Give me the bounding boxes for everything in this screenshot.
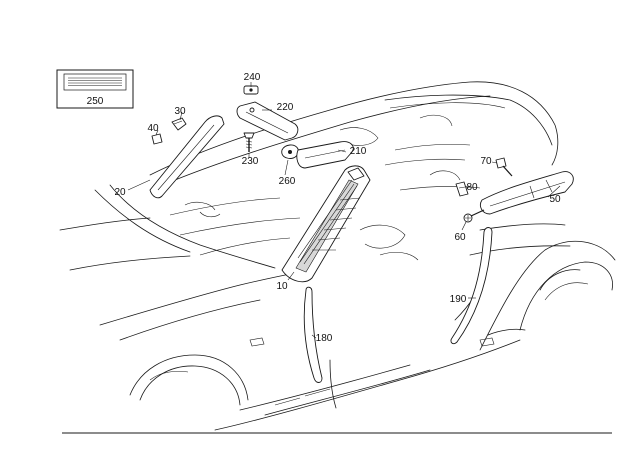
part-70-screw[interactable] [495,157,513,177]
part-50-trim-bracket[interactable] [479,171,574,215]
part-240-clip[interactable] [243,85,259,95]
part-250-label-plate[interactable] [56,69,134,109]
part-60-screw[interactable] [463,209,485,223]
callout-labels: 250 240 220 30 40 230 210 260 20 70 80 5… [87,72,561,344]
part-80-clip[interactable] [455,181,469,197]
part-220-sun-visor[interactable] [236,101,299,141]
callout-250: 250 [87,96,104,107]
part-260-mount[interactable] [281,144,299,159]
callout-40: 40 [147,123,159,134]
callout-210: 210 [350,146,367,157]
part-20-a-pillar-trim[interactable] [149,115,225,199]
callout-230: 230 [242,156,259,167]
car-body-outline [59,81,616,431]
callout-70: 70 [480,156,492,167]
callout-240: 240 [244,72,261,83]
callout-60: 60 [454,232,466,243]
callout-80: 80 [466,182,478,193]
part-230-screw[interactable] [243,132,255,152]
callout-50: 50 [549,194,561,205]
part-10-cowl-panel[interactable] [281,165,371,283]
part-210-sun-visor[interactable] [296,141,354,169]
leader-lines [127,82,561,339]
part-40-clip[interactable] [151,133,163,145]
callout-30: 30 [174,106,186,117]
callout-20: 20 [114,187,126,198]
part-190-rear-seal[interactable] [450,227,493,345]
part-180-door-seal[interactable] [303,286,323,383]
callout-180: 180 [316,333,333,344]
callout-190: 190 [450,294,467,305]
callout-260: 260 [279,176,296,187]
part-30-clip[interactable] [171,117,187,131]
callout-220: 220 [277,102,294,113]
callout-10: 10 [276,281,288,292]
